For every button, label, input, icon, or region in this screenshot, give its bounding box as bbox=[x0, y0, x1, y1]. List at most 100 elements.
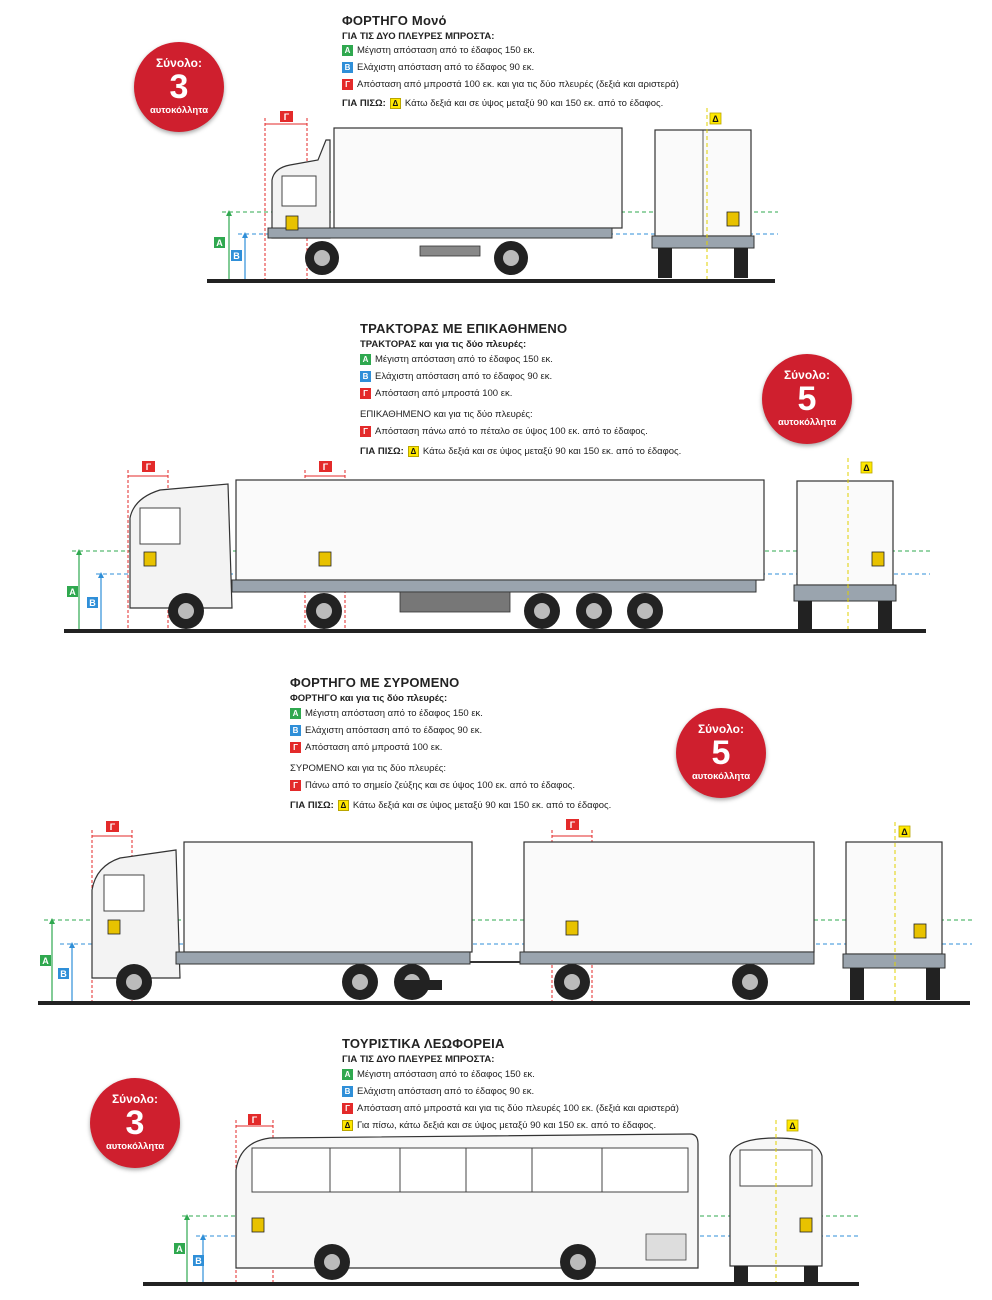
truck-trailer-diagram: Α Β Γ Γ bbox=[38, 819, 972, 1005]
total-label: Σύνολο: bbox=[783, 368, 831, 382]
rule-line-a: Α Μέγιστη απόσταση από το έδαφος 150 εκ. bbox=[290, 708, 483, 719]
total-stickers-badge: Σύνολο: 3 αυτοκόλλητα bbox=[90, 1078, 180, 1168]
rule-line-b: Β Ελάχιστη απόσταση από το έδαφος 90 εκ. bbox=[342, 1086, 534, 1097]
rule-line-g: Γ Απόσταση από μπροστά και για τις δύο π… bbox=[342, 1103, 679, 1114]
total-number: 3 bbox=[125, 1104, 145, 1142]
total-stickers-badge: Σύνολο: 5 αυτοκόλλητα bbox=[762, 354, 852, 444]
rule-text: Ελάχιστη απόσταση από το έδαφος 90 εκ. bbox=[357, 62, 535, 73]
badge-d: Δ bbox=[342, 1120, 353, 1131]
diagram-label-a: Α bbox=[176, 1244, 183, 1254]
rear-text: Κάτω δεξιά και σε ύψος μεταξύ 90 και 150… bbox=[404, 98, 664, 109]
badge-g: Γ bbox=[360, 388, 371, 399]
diagram-label-g: Γ bbox=[284, 112, 290, 122]
rule-text: Μέγιστη απόσταση από το έδαφος 150 εκ. bbox=[357, 1069, 535, 1080]
diagram-label-g: Γ bbox=[110, 822, 116, 832]
badge-a: Α bbox=[342, 45, 353, 56]
badge-a: Α bbox=[342, 1069, 353, 1080]
rule-text: Μέγιστη απόσταση από το έδαφος 150 εκ. bbox=[305, 708, 483, 719]
section-tractor-semitrailer: ΤΡΑΚΤΟΡΑΣ ΜΕ ΕΠΙΚΑΘΗΜΕΝΟ ΤΡΑΚΤΟΡΑΣ και γ… bbox=[0, 318, 992, 648]
tractor-semitrailer-diagram: Α Β Γ Γ Δ bbox=[64, 458, 930, 633]
diagram-label-b: Β bbox=[89, 598, 96, 608]
section-subtitle: ΓΙΑ ΤΙΣ ΔΥΟ ΠΛΕΥΡΕΣ ΜΠΡΟΣΤΑ: bbox=[342, 31, 495, 42]
diagram-label-b: Β bbox=[60, 969, 67, 979]
total-number: 5 bbox=[711, 734, 731, 772]
section-subtitle: ΦΟΡΤΗΓΟ και για τις δύο πλευρές: bbox=[290, 693, 448, 704]
single-truck-diagram: Α Β Γ Δ bbox=[207, 108, 778, 283]
rule-text: Μέγιστη απόσταση από το έδαφος 150 εκ. bbox=[357, 45, 535, 56]
badge-a: Α bbox=[290, 708, 301, 719]
rear-rule-line: ΓΙΑ ΠΙΣΩ: Δ Κάτω δεξιά και σε ύψος μεταξ… bbox=[360, 446, 681, 457]
rule-text: Ελάχιστη απόσταση από το έδαφος 90 εκ. bbox=[305, 725, 483, 736]
diagram-label-a: Α bbox=[69, 587, 76, 597]
badge-b: Β bbox=[290, 725, 301, 736]
rule-line-g: Γ Απόσταση από μπροστά 100 εκ. bbox=[290, 742, 442, 753]
rear-label: ΓΙΑ ΠΙΣΩ: bbox=[290, 800, 334, 811]
rule-line-b: Β Ελάχιστη απόσταση από το έδαφος 90 εκ. bbox=[360, 371, 552, 382]
section-truck-trailer: ΦΟΡΤΗΓΟ ΜΕ ΣΥΡΟΜΕΝΟ ΦΟΡΤΗΓΟ και για τις … bbox=[0, 670, 992, 1010]
rear-text: Κάτω δεξιά και σε ύψος μεταξύ 90 και 150… bbox=[422, 446, 682, 457]
badge-g: Γ bbox=[290, 742, 301, 753]
rule-text: Απόσταση από μπροστά 100 εκ. bbox=[375, 388, 513, 399]
diagram-label-g: Γ bbox=[146, 462, 152, 472]
total-label: Σύνολο: bbox=[697, 722, 745, 736]
rule-line-b: Β Ελάχιστη απόσταση από το έδαφος 90 εκ. bbox=[290, 725, 482, 736]
rear-rule-line: ΓΙΑ ΠΙΣΩ: Δ Κάτω δεξιά και σε ύψος μεταξ… bbox=[290, 800, 611, 811]
total-label: Σύνολο: bbox=[111, 1092, 159, 1106]
rear-text: Κάτω δεξιά και σε ύψος μεταξύ 90 και 150… bbox=[352, 800, 612, 811]
diagram-label-b: Β bbox=[233, 251, 240, 261]
section-title: ΦΟΡΤΗΓΟ Μονό bbox=[342, 13, 447, 28]
rule-text: Απόσταση από μπροστά 100 εκ. bbox=[305, 742, 443, 753]
diagram-label-a: Α bbox=[216, 238, 223, 248]
rule-line-g: Γ Απόσταση από μπροστά 100 εκ. bbox=[360, 388, 512, 399]
rear-label: ΓΙΑ ΠΙΣΩ: bbox=[342, 98, 386, 109]
total-unit: αυτοκόλλητα bbox=[149, 105, 209, 116]
badge-b: Β bbox=[342, 62, 353, 73]
rule-text: Ελάχιστη απόσταση από το έδαφος 90 εκ. bbox=[375, 371, 553, 382]
badge-g: Γ bbox=[290, 780, 301, 791]
diagram-label-g: Γ bbox=[323, 462, 329, 472]
badge-d: Δ bbox=[407, 446, 419, 457]
diagram-label-d: Δ bbox=[712, 114, 719, 124]
section-tourist-bus: ΤΟΥΡΙΣΤΙΚΑ ΛΕΩΦΟΡΕΙΑ ΓΙΑ ΤΙΣ ΔΥΟ ΠΛΕΥΡΕΣ… bbox=[0, 1030, 992, 1300]
diagram-label-b: Β bbox=[195, 1256, 202, 1266]
section-title: ΤΡΑΚΤΟΡΑΣ ΜΕ ΕΠΙΚΑΘΗΜΕΝΟ bbox=[360, 321, 568, 336]
rule-line-a: Α Μέγιστη απόσταση από το έδαφος 150 εκ. bbox=[360, 354, 553, 365]
total-unit: αυτοκόλλητα bbox=[105, 1141, 165, 1152]
diagram-label-g: Γ bbox=[570, 820, 576, 830]
rule-line-b: Β Ελάχιστη απόσταση από το έδαφος 90 εκ. bbox=[342, 62, 534, 73]
badge-d: Δ bbox=[389, 98, 401, 109]
diagram-label-d: Δ bbox=[789, 1121, 796, 1131]
rule-text: Απόσταση από μπροστά 100 εκ. και για τις… bbox=[357, 79, 679, 90]
section-title: ΤΟΥΡΙΣΤΙΚΑ ΛΕΩΦΟΡΕΙΑ bbox=[342, 1036, 505, 1051]
rule-text: Για πίσω, κάτω δεξιά και σε ύψος μεταξύ … bbox=[357, 1120, 657, 1131]
diagram-label-g: Γ bbox=[252, 1115, 258, 1125]
rule-text: Πάνω από το σημείο ζεύξης και σε ύψος 10… bbox=[305, 780, 575, 791]
total-number: 3 bbox=[169, 68, 189, 106]
badge-g: Γ bbox=[342, 79, 353, 90]
section-title: ΦΟΡΤΗΓΟ ΜΕ ΣΥΡΟΜΕΝΟ bbox=[290, 675, 460, 690]
rule-line-d: Δ Για πίσω, κάτω δεξιά και σε ύψος μεταξ… bbox=[342, 1120, 656, 1131]
total-stickers-badge: Σύνολο: 3 αυτοκόλλητα bbox=[134, 42, 224, 132]
section-subtitle: ΤΡΑΚΤΟΡΑΣ και για τις δύο πλευρές: bbox=[360, 339, 527, 350]
tourist-bus-diagram: Α Β Γ Δ bbox=[143, 1114, 860, 1286]
section-single-truck: ΦΟΡΤΗΓΟ Μονό ΓΙΑ ΤΙΣ ΔΥΟ ΠΛΕΥΡΕΣ ΜΠΡΟΣΤΑ… bbox=[0, 0, 992, 300]
rule-line-a: Α Μέγιστη απόσταση από το έδαφος 150 εκ. bbox=[342, 45, 535, 56]
rule-line-g2: Γ Πάνω από το σημείο ζεύξης και σε ύψος … bbox=[290, 780, 575, 791]
rule-line-g2: Γ Απόσταση πάνω από το πέταλο σε ύψος 10… bbox=[360, 426, 648, 437]
rule-line-g: Γ Απόσταση από μπροστά 100 εκ. και για τ… bbox=[342, 79, 679, 90]
rule-line-a: Α Μέγιστη απόσταση από το έδαφος 150 εκ. bbox=[342, 1069, 535, 1080]
rule-text: Απόσταση από μπροστά και για τις δύο πλε… bbox=[357, 1103, 679, 1114]
rule-text: Μέγιστη απόσταση από το έδαφος 150 εκ. bbox=[375, 354, 553, 365]
total-unit: αυτοκόλλητα bbox=[777, 417, 837, 428]
rule-text: Απόσταση πάνω από το πέταλο σε ύψος 100 … bbox=[375, 426, 648, 437]
diagram-label-d: Δ bbox=[863, 463, 870, 473]
section-subtitle-2: ΕΠΙΚΑΘΗΜΕΝΟ και για τις δύο πλευρές: bbox=[360, 409, 533, 420]
diagram-label-d: Δ bbox=[901, 827, 908, 837]
badge-a: Α bbox=[360, 354, 371, 365]
badge-g: Γ bbox=[342, 1103, 353, 1114]
section-subtitle: ΓΙΑ ΤΙΣ ΔΥΟ ΠΛΕΥΡΕΣ ΜΠΡΟΣΤΑ: bbox=[342, 1054, 495, 1065]
total-stickers-badge: Σύνολο: 5 αυτοκόλλητα bbox=[676, 708, 766, 798]
total-unit: αυτοκόλλητα bbox=[691, 771, 751, 782]
section-subtitle-2: ΣΥΡΟΜΕΝΟ και για τις δύο πλευρές: bbox=[290, 763, 447, 774]
total-label: Σύνολο: bbox=[155, 56, 203, 70]
